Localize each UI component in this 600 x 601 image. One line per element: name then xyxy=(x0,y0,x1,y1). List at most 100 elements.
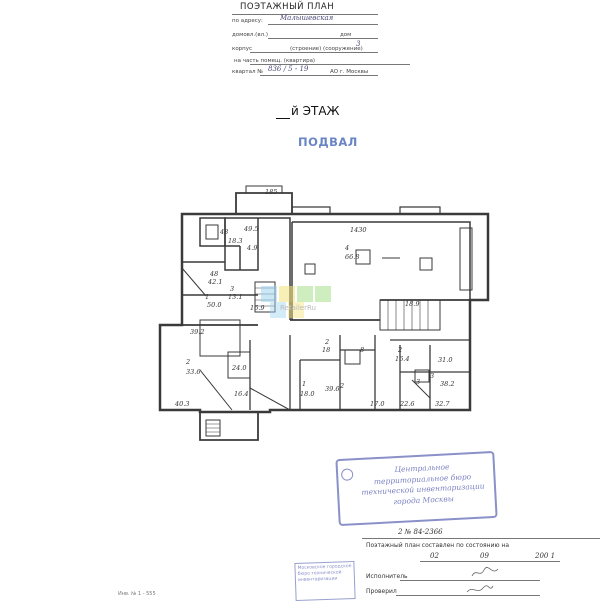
plan-label: 1 xyxy=(205,293,210,301)
plan-label: 39.6 xyxy=(325,385,340,393)
plan-label: 16.4 xyxy=(395,355,410,363)
title-underline xyxy=(232,14,378,15)
plan-label: 18.3 xyxy=(228,237,243,245)
floor-number-blank xyxy=(276,104,290,119)
plan-label: 66.8 xyxy=(345,253,360,261)
plan-label: 22.6 xyxy=(400,400,415,408)
plan-label: 18.9 xyxy=(405,300,420,308)
plan-label: 1430 xyxy=(350,226,367,234)
plan-label: 17.0 xyxy=(370,400,385,408)
plan-right-col xyxy=(459,227,473,291)
plan-label: 3 xyxy=(230,285,235,293)
footer-date-month: 09 xyxy=(480,552,489,560)
watermark-block-yellow xyxy=(279,286,295,302)
quarter-value: 836 / 5 - 19 xyxy=(268,65,309,73)
plan-label: 48 xyxy=(210,270,219,278)
footer-date-day: 02 xyxy=(430,552,439,560)
plan-label: 8 xyxy=(360,346,365,354)
plan-label: 49.5 xyxy=(244,225,259,233)
plan-label: 18 xyxy=(322,346,331,354)
plan-label: 2 xyxy=(340,382,345,390)
plan-label: 3 xyxy=(416,378,421,386)
floor-name: ПОДВАЛ xyxy=(298,135,358,149)
plan-inner-walls-left xyxy=(182,217,291,320)
footer-caption: Поэтажный план составлен по состоянию на xyxy=(366,542,510,549)
plan-label: 2 xyxy=(186,358,191,366)
floor-heading: й ЭТАЖ xyxy=(276,104,339,119)
retailer-watermark: RetailerRu xyxy=(255,286,355,330)
plan-stair-right-steps xyxy=(387,300,429,330)
footer-ref: 2 № 84-2366 xyxy=(398,528,443,536)
plan-room-column-2 xyxy=(419,257,433,271)
premises-label: на часть помещ. (квартира) xyxy=(234,58,316,64)
footer-top-line xyxy=(362,538,600,539)
plan-room-d xyxy=(344,349,361,365)
plan-label: 16.9 xyxy=(250,304,265,312)
plan-label: 40.3 xyxy=(175,400,190,408)
watermark-block-yellow-2 xyxy=(288,302,304,318)
plan-label: 32.7 xyxy=(435,400,450,408)
building-line xyxy=(250,52,378,53)
plan-label: 3 xyxy=(430,372,435,380)
stamp-text: Центральное территориальное бюро техниче… xyxy=(354,460,492,509)
plan-label: 185 xyxy=(265,188,278,196)
watermark-text: RetailerRu xyxy=(280,304,316,312)
plan-label: 50.0 xyxy=(207,301,222,309)
plan-label: 13.1 xyxy=(228,293,243,301)
watermark-block-green-2 xyxy=(315,286,331,302)
plan-room-a-inner xyxy=(205,224,219,240)
plan-label: 4 xyxy=(345,244,350,252)
floor-suffix: й ЭТАЖ xyxy=(291,104,340,118)
footer-executor-line xyxy=(400,580,540,581)
plan-top-annex-2 xyxy=(245,185,283,193)
house-line xyxy=(268,38,378,39)
watermark-block-blue xyxy=(261,286,277,302)
watermark-block-blue-2 xyxy=(270,302,286,318)
watermark-logo-icon xyxy=(261,286,331,318)
plan-room-b xyxy=(199,319,241,357)
plan-label: 16.4 xyxy=(234,390,249,398)
structure-label: (строение) (сооружение) xyxy=(290,46,363,52)
plan-room-column xyxy=(304,263,316,275)
executor-signature-icon xyxy=(471,567,499,577)
quarter-line xyxy=(260,75,378,76)
plan-label: 24.0 xyxy=(232,364,247,372)
plan-inner-right-box xyxy=(355,249,400,265)
address-label: по адресу: xyxy=(232,18,263,24)
premises-line xyxy=(250,64,410,65)
plan-label: 18.0 xyxy=(300,390,315,398)
plan-stair-right xyxy=(379,299,441,331)
bti-stamp: Центральное территориальное бюро техниче… xyxy=(335,450,498,527)
inventory-number: Инв. № 1 - 555 xyxy=(118,591,156,597)
footer-checked-label: Проверил xyxy=(366,588,397,595)
plan-outer-wall xyxy=(158,212,490,414)
plan-label: 1 xyxy=(302,380,307,388)
stamp-circle-icon xyxy=(340,468,354,481)
plan-big-room xyxy=(291,221,471,320)
plan-label: 38.2 xyxy=(440,380,455,388)
plan-label: 4.9 xyxy=(247,244,258,252)
plan-room-e xyxy=(414,369,430,383)
city-suffix: АО г. Москвы xyxy=(330,69,369,75)
plan-label: 2 xyxy=(398,346,403,354)
plan-room-c xyxy=(227,351,251,379)
plan-label: 48 xyxy=(220,228,229,236)
plan-label: 2 xyxy=(325,338,330,346)
plan-label: 39.2 xyxy=(190,328,205,336)
plan-label: 33.6 xyxy=(186,368,201,376)
plan-bottom-steps xyxy=(206,423,220,433)
house-number-label: дом xyxy=(340,32,352,38)
plan-label: 31.0 xyxy=(438,356,453,364)
plan-diagonals-lower xyxy=(199,369,431,411)
plan-diagonal-left xyxy=(181,267,207,297)
address-value: Малышевская xyxy=(280,14,334,22)
plan-bottom-annex xyxy=(199,412,259,441)
house-label: домовл.(вл.) xyxy=(232,32,268,38)
footer-date-year: 200 1 xyxy=(535,552,556,560)
plan-top-wall-right xyxy=(291,206,441,214)
document-title: ПОЭТАЖНЫЙ ПЛАН xyxy=(240,2,335,12)
organization-stamp: Московское городское бюро технической ин… xyxy=(294,560,356,601)
structure-value: 3 xyxy=(356,40,361,48)
